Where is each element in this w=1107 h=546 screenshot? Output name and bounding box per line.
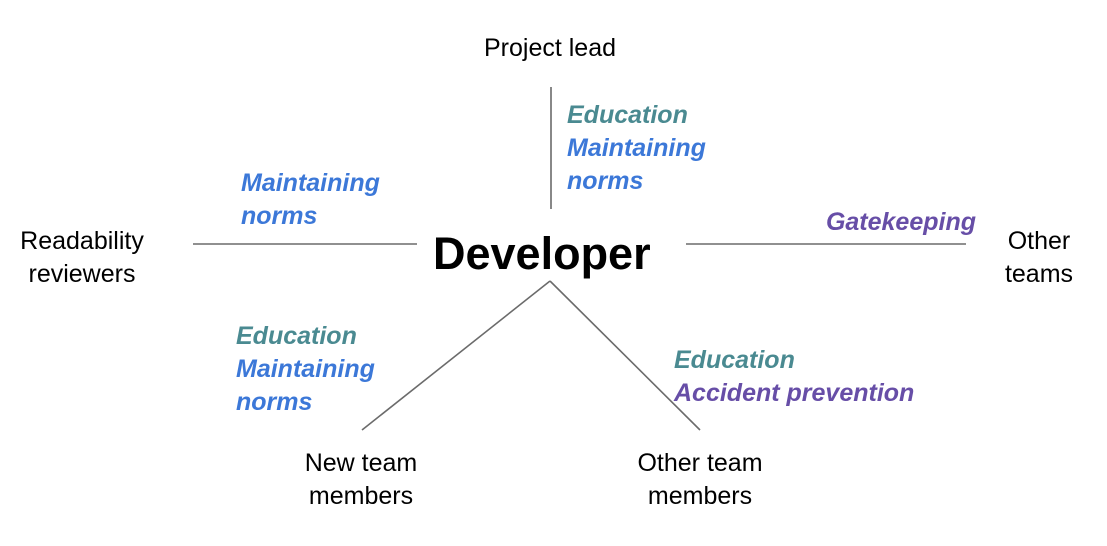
relation-accident-prevention: Accident prevention — [674, 379, 915, 407]
other-team-members-node: Other team members — [637, 449, 763, 510]
other-team-members-relations: Education Accident prevention — [674, 344, 914, 410]
other-teams-relations: Gatekeeping — [790, 206, 976, 239]
relation-education: Education — [236, 322, 357, 350]
readability-reviewers-node: Readability reviewers — [20, 227, 144, 288]
project-lead-node: Project lead — [483, 34, 617, 62]
relation-maintaining-norms: Maintaining norms — [567, 134, 706, 195]
new-team-members-relations: Education Maintaining norms — [236, 320, 375, 419]
new-team-members-node: New team members — [304, 449, 418, 510]
connector-new-team-members — [361, 280, 551, 431]
relation-gatekeeping: Gatekeeping — [825, 208, 976, 236]
project-lead-relations: Education Maintaining norms — [567, 99, 706, 198]
relation-education: Education — [674, 346, 795, 374]
developer-node: Developer — [433, 228, 651, 279]
other-teams-node: Other teams — [1004, 227, 1074, 288]
relation-maintaining-norms: Maintaining norms — [241, 169, 380, 230]
connector-other-team-members — [549, 280, 701, 431]
relation-maintaining-norms: Maintaining norms — [236, 355, 375, 416]
readability-reviewers-relations: Maintaining norms — [241, 167, 380, 233]
relation-education: Education — [567, 101, 688, 129]
